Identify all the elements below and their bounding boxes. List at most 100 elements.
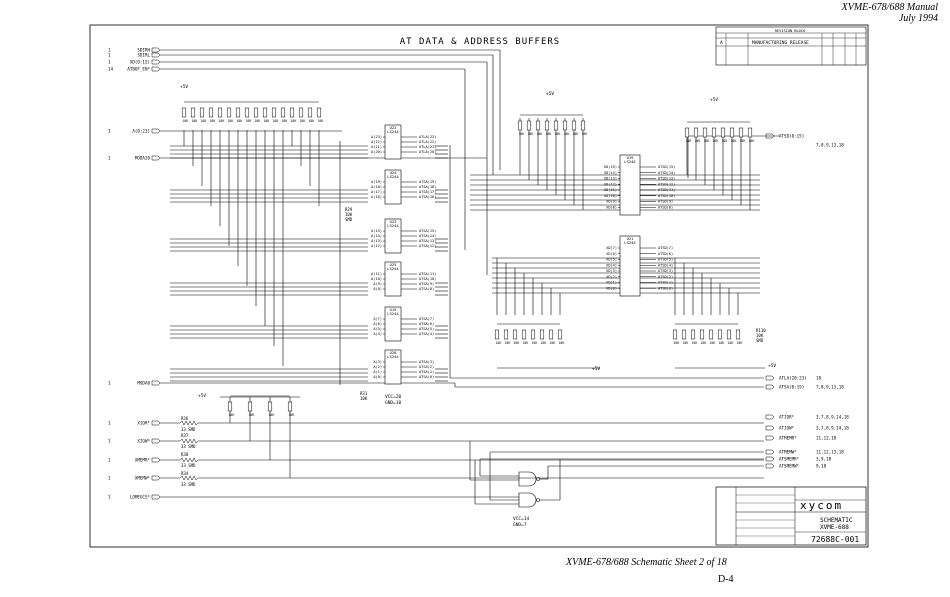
- ic-chips: U22LS244A(23)A(22)A(21)A(20)ATLA(23)ATLA…: [371, 124, 675, 385]
- svg-text:1: 1: [108, 495, 111, 500]
- svg-text:XMEMW*: XMEMW*: [135, 476, 151, 481]
- svg-text:A(21): A(21): [371, 145, 382, 149]
- chip-u21-ls245: U21LS245XD(7)XD(6)XD(5)XD(4)XD(3)XD(2)XD…: [606, 235, 673, 297]
- r34-value: 33 SMD: [181, 482, 196, 487]
- svg-text:10K: 10K: [719, 341, 725, 345]
- svg-text:A(2): A(2): [373, 365, 382, 369]
- svg-text:1: 1: [108, 476, 111, 481]
- svg-text:10K: 10K: [713, 139, 719, 143]
- svg-text:U19: U19: [627, 155, 635, 160]
- r36-ref: R36: [181, 416, 189, 421]
- wiring: [160, 49, 780, 505]
- svg-text:A(4): A(4): [373, 332, 382, 336]
- svg-text:A(3): A(3): [373, 360, 382, 364]
- svg-text:ATSA(19): ATSA(19): [419, 180, 436, 184]
- svg-text:ATSMEMR*: ATSMEMR*: [779, 457, 800, 462]
- right-signal-atsa-0-19: ATSA(0:19)7,8,9,13,18: [765, 385, 844, 390]
- manual-title: XVME-678/688 Manual: [841, 2, 938, 13]
- r34-ref: R34: [181, 471, 189, 476]
- svg-text:10K: 10K: [210, 119, 216, 123]
- svg-text:7,8,9,13,18: 7,8,9,13,18: [816, 385, 844, 390]
- svg-text:1: 1: [108, 156, 111, 161]
- svg-text:LS244: LS244: [387, 174, 399, 179]
- svg-text:ATSD(6): ATSD(6): [658, 252, 673, 256]
- svg-text:ATSA(14): ATSA(14): [419, 234, 436, 238]
- right-signal-atsmemw: ATSMEMW*9,18: [765, 464, 827, 469]
- drawing-number: 72688C-001: [811, 535, 859, 544]
- svg-text:ATLA(20): ATLA(20): [419, 150, 436, 154]
- drawing-product: XVME-688: [820, 524, 849, 531]
- svg-text:MODA0: MODA0: [137, 381, 150, 386]
- svg-text:U19: U19: [390, 307, 398, 312]
- svg-text:A(18): A(18): [371, 185, 382, 189]
- svg-text:10K: 10K: [309, 119, 315, 123]
- vcc-label-b: +5V: [546, 91, 554, 97]
- svg-text:10K: 10K: [537, 132, 543, 136]
- svg-text:U20: U20: [390, 350, 398, 355]
- svg-text:ATSA(6): ATSA(6): [419, 322, 434, 326]
- svg-text:ATSD(15): ATSD(15): [658, 165, 675, 169]
- svg-text:10K: 10K: [523, 341, 529, 345]
- svg-text:ATSA(4): ATSA(4): [419, 332, 434, 336]
- svg-text:3,7,8,9,14,18: 3,7,8,9,14,18: [816, 415, 849, 420]
- svg-text:LS244: LS244: [387, 223, 399, 228]
- gnd7-label: GND=7: [513, 522, 527, 528]
- svg-text:LS245: LS245: [624, 159, 635, 164]
- svg-text:XD(11): XD(11): [604, 188, 617, 192]
- svg-text:A(0): A(0): [373, 375, 382, 379]
- svg-text:10K: 10K: [582, 132, 588, 136]
- svg-text:A(19): A(19): [371, 180, 382, 184]
- svg-text:XD(8): XD(8): [606, 205, 617, 209]
- svg-text:A(7): A(7): [373, 317, 382, 321]
- svg-text:A(5): A(5): [373, 327, 382, 331]
- svg-text:10K: 10K: [541, 341, 547, 345]
- svg-text:10K: 10K: [249, 413, 255, 417]
- svg-text:ATSD(7): ATSD(7): [658, 246, 673, 250]
- svg-text:ATBUF_EN*: ATBUF_EN*: [127, 67, 150, 72]
- svg-text:XD(0:15): XD(0:15): [130, 60, 150, 65]
- svg-text:ATSA(8): ATSA(8): [419, 287, 434, 291]
- svg-text:10K: 10K: [519, 132, 525, 136]
- svg-text:ATSA(0): ATSA(0): [419, 375, 434, 379]
- svg-text:10K: 10K: [555, 132, 561, 136]
- svg-text:1: 1: [108, 381, 111, 386]
- svg-text:A(13): A(13): [371, 239, 382, 243]
- left-signal-xmemw: 1 XMEMW*: [108, 476, 161, 481]
- r31-ref: R31: [360, 391, 368, 396]
- svg-text:ATSA(15): ATSA(15): [419, 229, 436, 233]
- svg-text:U25: U25: [390, 262, 397, 267]
- svg-text:10K: 10K: [219, 119, 225, 123]
- chip-u20-ls244: U20LS244A(3)A(2)A(1)A(0)ATSA(3)ATSA(2)AT…: [373, 349, 434, 385]
- chip-u19-ls244: U19LS244A(7)A(6)A(5)A(4)ATSA(7)ATSA(6)AT…: [373, 306, 434, 342]
- r36-value: 33 SMD: [181, 427, 196, 432]
- vcc-label-a: +5V: [180, 84, 188, 90]
- svg-text:A(16): A(16): [371, 195, 382, 199]
- svg-text:18: 18: [816, 376, 822, 381]
- svg-text:XD(12): XD(12): [604, 182, 617, 186]
- svg-text:A(15): A(15): [371, 229, 382, 233]
- svg-text:ATSD(5): ATSD(5): [658, 258, 673, 262]
- svg-text:10K: 10K: [291, 119, 297, 123]
- svg-text:ATIOW*: ATIOW*: [779, 426, 795, 431]
- right-signal-atsmemr: ATSMEMR*3,9,18: [765, 457, 832, 462]
- right-signal-atmemw: ATMEMW*11,12,13,18: [765, 450, 844, 455]
- svg-text:ATSMEMW*: ATSMEMW*: [779, 464, 800, 469]
- svg-text:14: 14: [108, 67, 114, 72]
- left-signal-moda20: 1 MODA20: [108, 156, 161, 161]
- svg-text:10K: 10K: [528, 132, 534, 136]
- svg-text:ATSA(1): ATSA(1): [419, 370, 434, 374]
- svg-text:ATSA(12): ATSA(12): [419, 244, 436, 248]
- svg-text:A(8): A(8): [373, 287, 382, 291]
- svg-text:MODA20: MODA20: [135, 156, 151, 161]
- svg-text:ATLA(21): ATLA(21): [419, 145, 436, 149]
- r29-pkg: SMD: [345, 217, 353, 222]
- svg-text:ATSD(14): ATSD(14): [658, 171, 675, 175]
- svg-text:10K: 10K: [686, 139, 692, 143]
